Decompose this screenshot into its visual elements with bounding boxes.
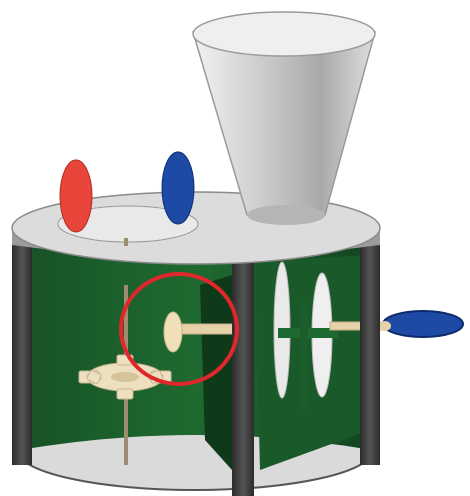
rod-top	[124, 238, 128, 246]
pin-on-axle[interactable]	[164, 312, 182, 352]
frame-post-left	[12, 240, 32, 465]
frame-post-right	[360, 240, 380, 465]
red-disc-icon[interactable]	[60, 160, 92, 232]
blue-disc-icon[interactable]	[162, 152, 194, 224]
frame-post-center	[232, 250, 254, 496]
axle	[178, 324, 236, 334]
crank-handle-icon[interactable]	[379, 311, 463, 337]
